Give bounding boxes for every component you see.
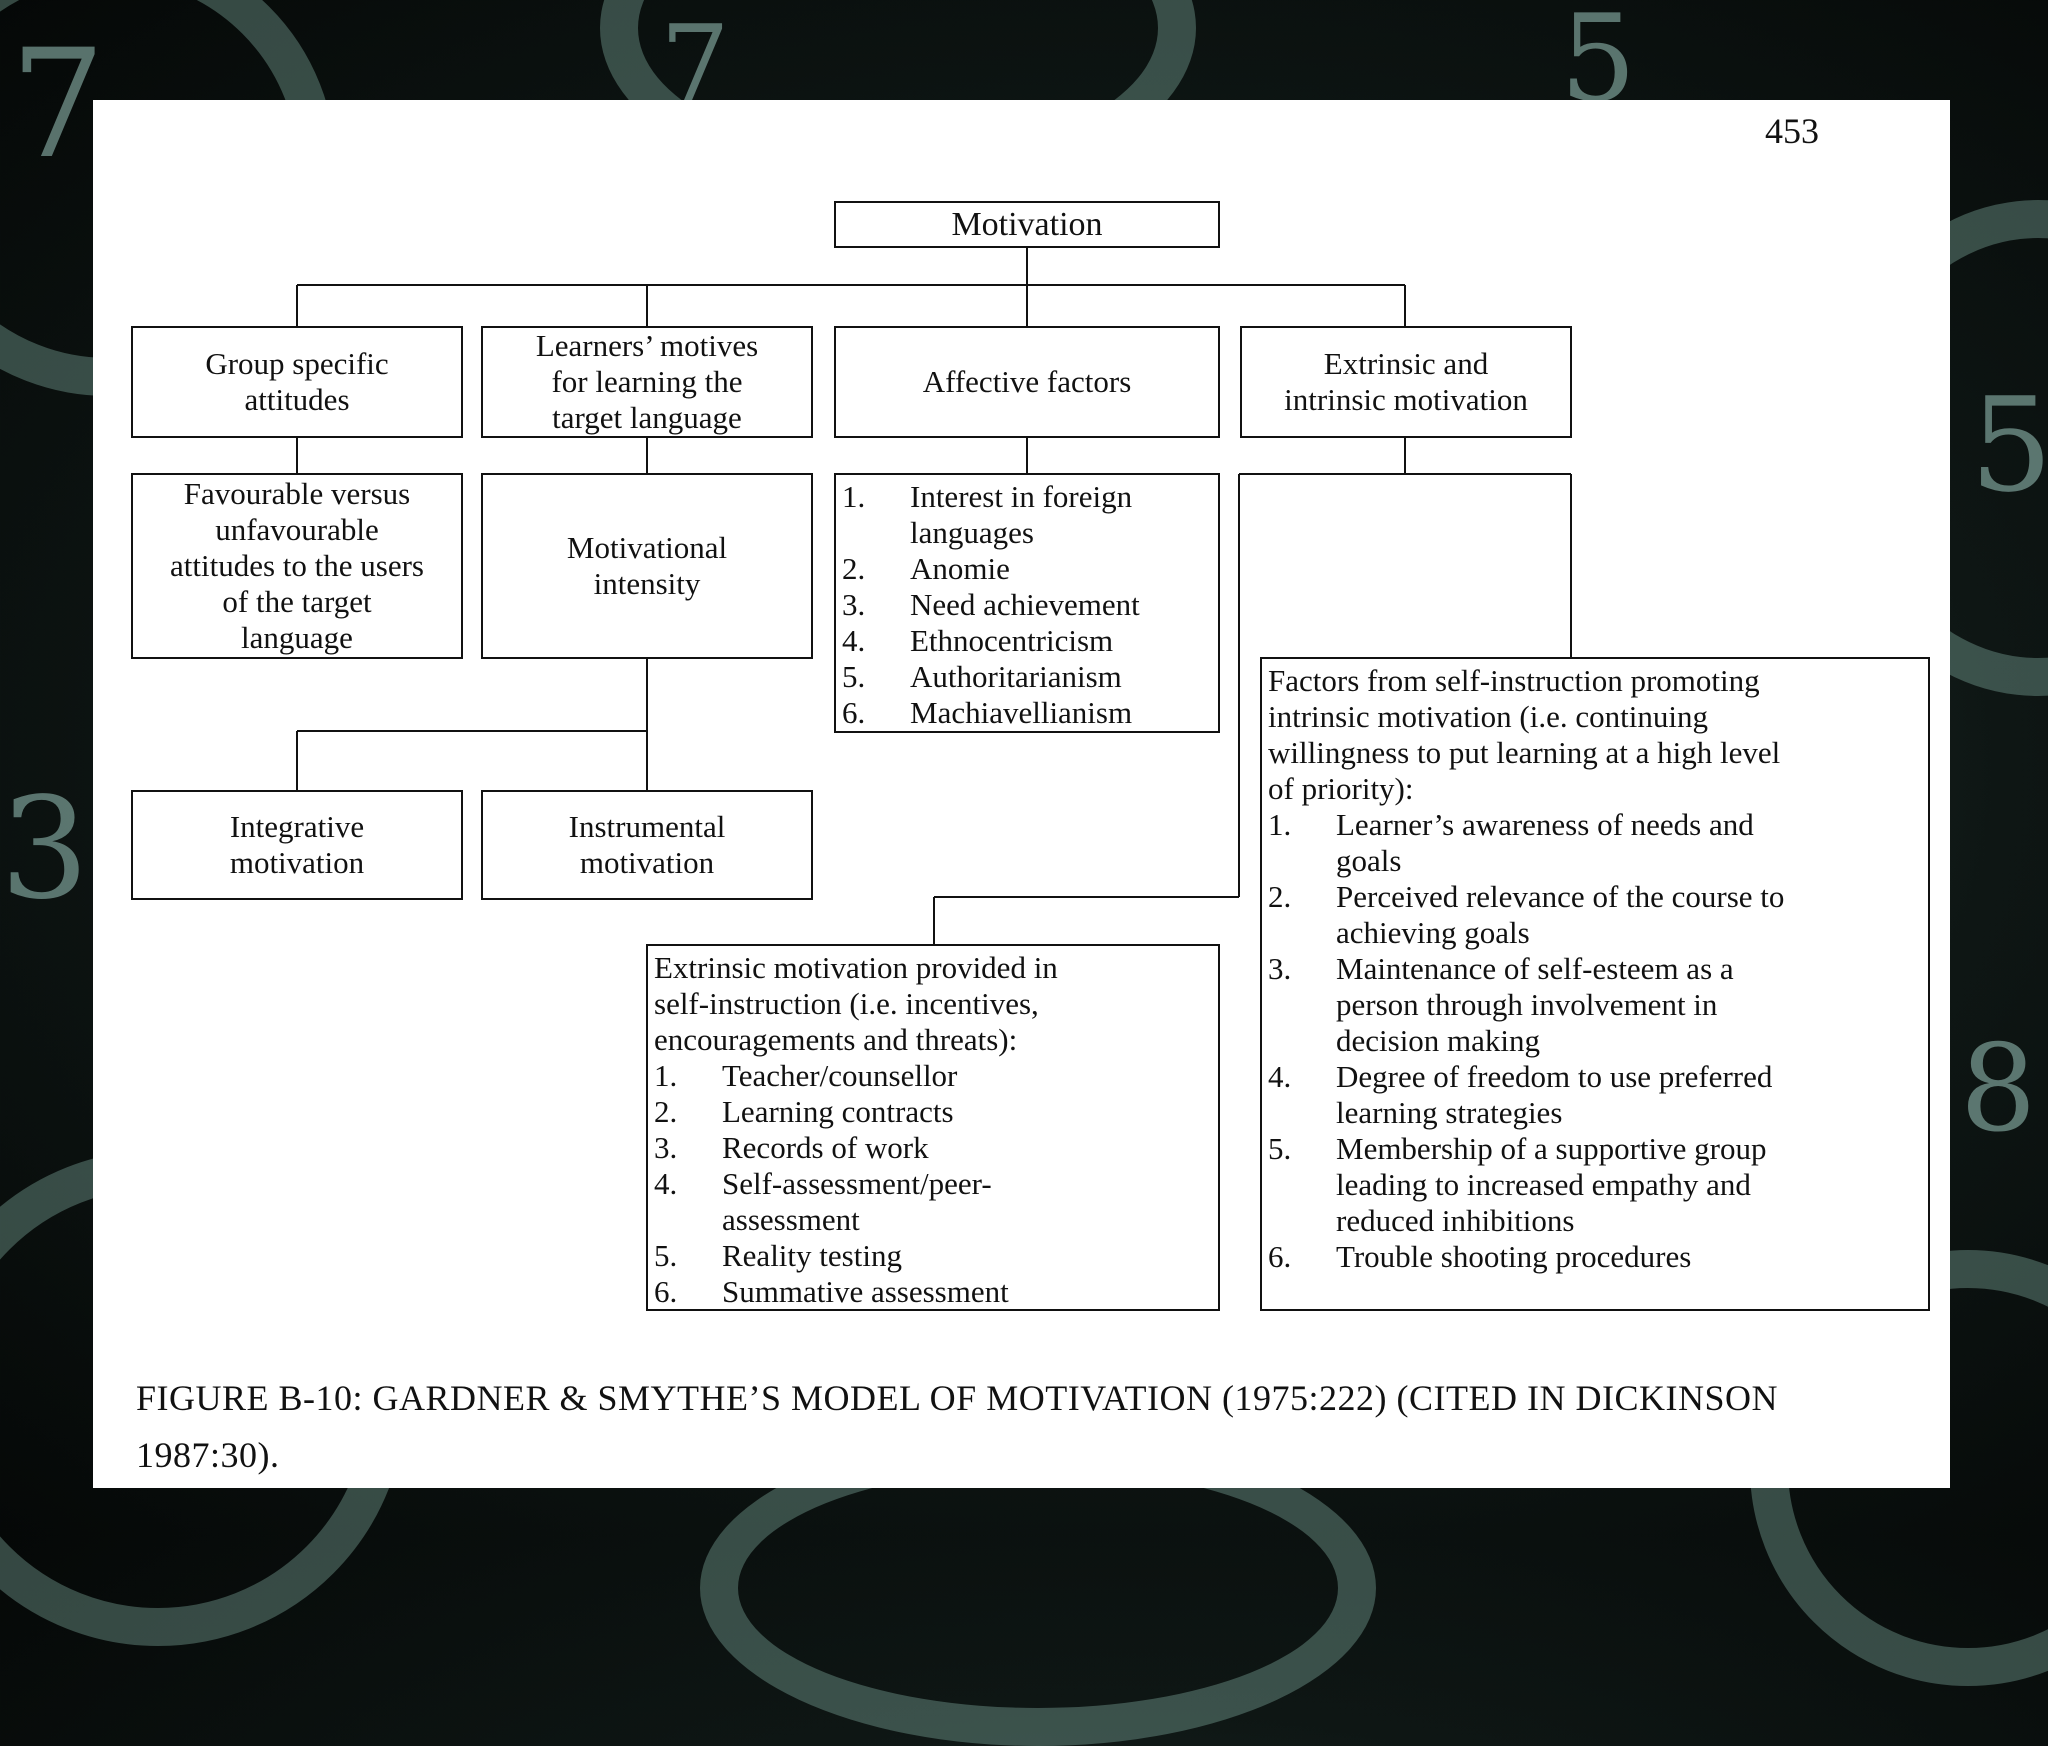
node-label: Favourable versus unfavourable attitudes… bbox=[170, 476, 424, 656]
node-affective-factors: Affective factors bbox=[834, 326, 1220, 438]
background-numeral-glyph: 8 bbox=[1960, 1030, 2036, 1150]
list-item: 5.Membership of a supportive group leadi… bbox=[1268, 1131, 1922, 1239]
item-number: 2. bbox=[654, 1094, 722, 1130]
node-label: Motivational intensity bbox=[567, 530, 727, 602]
item-text: Interest in foreign languages bbox=[910, 479, 1212, 551]
list-item: 2.Learning contracts bbox=[654, 1094, 1212, 1130]
item-text: Authoritarianism bbox=[910, 659, 1212, 695]
node-motivation: Motivation bbox=[834, 201, 1220, 248]
item-text: Anomie bbox=[910, 551, 1212, 587]
item-number: 2. bbox=[1268, 879, 1336, 951]
item-text: Teacher/counsellor bbox=[722, 1058, 1212, 1094]
list-item: 5.Authoritarianism bbox=[842, 659, 1212, 695]
item-number: 1. bbox=[654, 1058, 722, 1094]
extrinsic-factor-list: 1.Teacher/counsellor 2.Learning contract… bbox=[654, 1058, 1212, 1310]
list-item: 4.Self-assessment/peer- assessment bbox=[654, 1166, 1212, 1238]
list-item: 5.Reality testing bbox=[654, 1238, 1212, 1274]
figure-caption: FIGURE B-10: GARDNER & SMYTHE’S MODEL OF… bbox=[136, 1370, 1846, 1484]
node-motivational-intensity: Motivational intensity bbox=[481, 473, 813, 659]
item-number: 4. bbox=[1268, 1059, 1336, 1131]
list-item: 2.Perceived relevance of the course to a… bbox=[1268, 879, 1922, 951]
list-item: 6.Trouble shooting procedures bbox=[1268, 1239, 1922, 1275]
item-text: Trouble shooting procedures bbox=[1336, 1239, 1922, 1275]
list-item: 1.Learner’s awareness of needs and goals bbox=[1268, 807, 1922, 879]
node-label: Instrumental motivation bbox=[569, 809, 726, 881]
node-label: Extrinsic and intrinsic motivation bbox=[1284, 346, 1528, 418]
item-number: 5. bbox=[1268, 1131, 1336, 1239]
node-label: Motivation bbox=[951, 207, 1102, 243]
item-number: 4. bbox=[842, 623, 910, 659]
node-favourable-attitudes: Favourable versus unfavourable attitudes… bbox=[131, 473, 463, 659]
list-item: 6.Machiavellianism bbox=[842, 695, 1212, 731]
box-intro-text: Factors from self-instruction promoting … bbox=[1268, 663, 1922, 807]
background-numeral-glyph: 7 bbox=[10, 30, 105, 180]
node-instrumental-motivation: Instrumental motivation bbox=[481, 790, 813, 900]
item-text: Summative assessment bbox=[722, 1274, 1212, 1310]
box-intro-text: Extrinsic motivation provided in self-in… bbox=[654, 950, 1212, 1058]
item-text: Records of work bbox=[722, 1130, 1212, 1166]
item-number: 6. bbox=[654, 1274, 722, 1310]
item-number: 6. bbox=[842, 695, 910, 731]
node-affective-list: 1.Interest in foreign languages 2.Anomie… bbox=[834, 473, 1220, 733]
slide-background: { "page_number": "453", "root": "Motivat… bbox=[0, 0, 2048, 1535]
item-text: Machiavellianism bbox=[910, 695, 1212, 731]
node-group-specific-attitudes: Group specific attitudes bbox=[131, 326, 463, 438]
list-item: 4.Ethnocentricism bbox=[842, 623, 1212, 659]
item-number: 6. bbox=[1268, 1239, 1336, 1275]
page-number: 453 bbox=[1765, 110, 1819, 152]
list-item: 1.Interest in foreign languages bbox=[842, 479, 1212, 551]
node-label: Integrative motivation bbox=[230, 809, 364, 881]
item-number: 3. bbox=[842, 587, 910, 623]
item-text: Degree of freedom to use preferred learn… bbox=[1336, 1059, 1922, 1131]
item-text: Reality testing bbox=[722, 1238, 1212, 1274]
item-number: 5. bbox=[654, 1238, 722, 1274]
item-text: Learning contracts bbox=[722, 1094, 1212, 1130]
item-text: Need achievement bbox=[910, 587, 1212, 623]
list-item: 3.Records of work bbox=[654, 1130, 1212, 1166]
item-text: Maintenance of self-esteem as a person t… bbox=[1336, 951, 1922, 1059]
list-item: 3.Need achievement bbox=[842, 587, 1212, 623]
item-text: Self-assessment/peer- assessment bbox=[722, 1166, 1212, 1238]
background-numeral-glyph: 5 bbox=[1970, 380, 2048, 510]
node-intrinsic-factors: Factors from self-instruction promoting … bbox=[1260, 657, 1930, 1311]
node-extrinsic-motivation: Extrinsic motivation provided in self-in… bbox=[646, 944, 1220, 1311]
node-extrinsic-intrinsic: Extrinsic and intrinsic motivation bbox=[1240, 326, 1572, 438]
node-label: Affective factors bbox=[923, 364, 1132, 400]
item-text: Learner’s awareness of needs and goals bbox=[1336, 807, 1922, 879]
item-text: Ethnocentricism bbox=[910, 623, 1212, 659]
list-item: 1.Teacher/counsellor bbox=[654, 1058, 1212, 1094]
item-number: 4. bbox=[654, 1166, 722, 1238]
item-number: 3. bbox=[1268, 951, 1336, 1059]
item-number: 1. bbox=[1268, 807, 1336, 879]
background-numeral-glyph: 3 bbox=[0, 780, 89, 920]
list-item: 4.Degree of freedom to use preferred lea… bbox=[1268, 1059, 1922, 1131]
list-item: 2.Anomie bbox=[842, 551, 1212, 587]
node-label: Learners’ motives for learning the targe… bbox=[536, 328, 758, 436]
intrinsic-factor-list: 1.Learner’s awareness of needs and goals… bbox=[1268, 807, 1922, 1275]
affective-factor-list: 1.Interest in foreign languages 2.Anomie… bbox=[842, 479, 1212, 731]
item-number: 5. bbox=[842, 659, 910, 695]
item-number: 3. bbox=[654, 1130, 722, 1166]
node-integrative-motivation: Integrative motivation bbox=[131, 790, 463, 900]
document-page: 453 Motivation Group specific attitudes … bbox=[93, 100, 1950, 1488]
list-item: 6.Summative assessment bbox=[654, 1274, 1212, 1310]
node-label: Group specific attitudes bbox=[205, 346, 388, 418]
node-learners-motives: Learners’ motives for learning the targe… bbox=[481, 326, 813, 438]
list-item: 3.Maintenance of self-esteem as a person… bbox=[1268, 951, 1922, 1059]
item-text: Membership of a supportive group leading… bbox=[1336, 1131, 1922, 1239]
item-text: Perceived relevance of the course to ach… bbox=[1336, 879, 1922, 951]
item-number: 1. bbox=[842, 479, 910, 551]
item-number: 2. bbox=[842, 551, 910, 587]
